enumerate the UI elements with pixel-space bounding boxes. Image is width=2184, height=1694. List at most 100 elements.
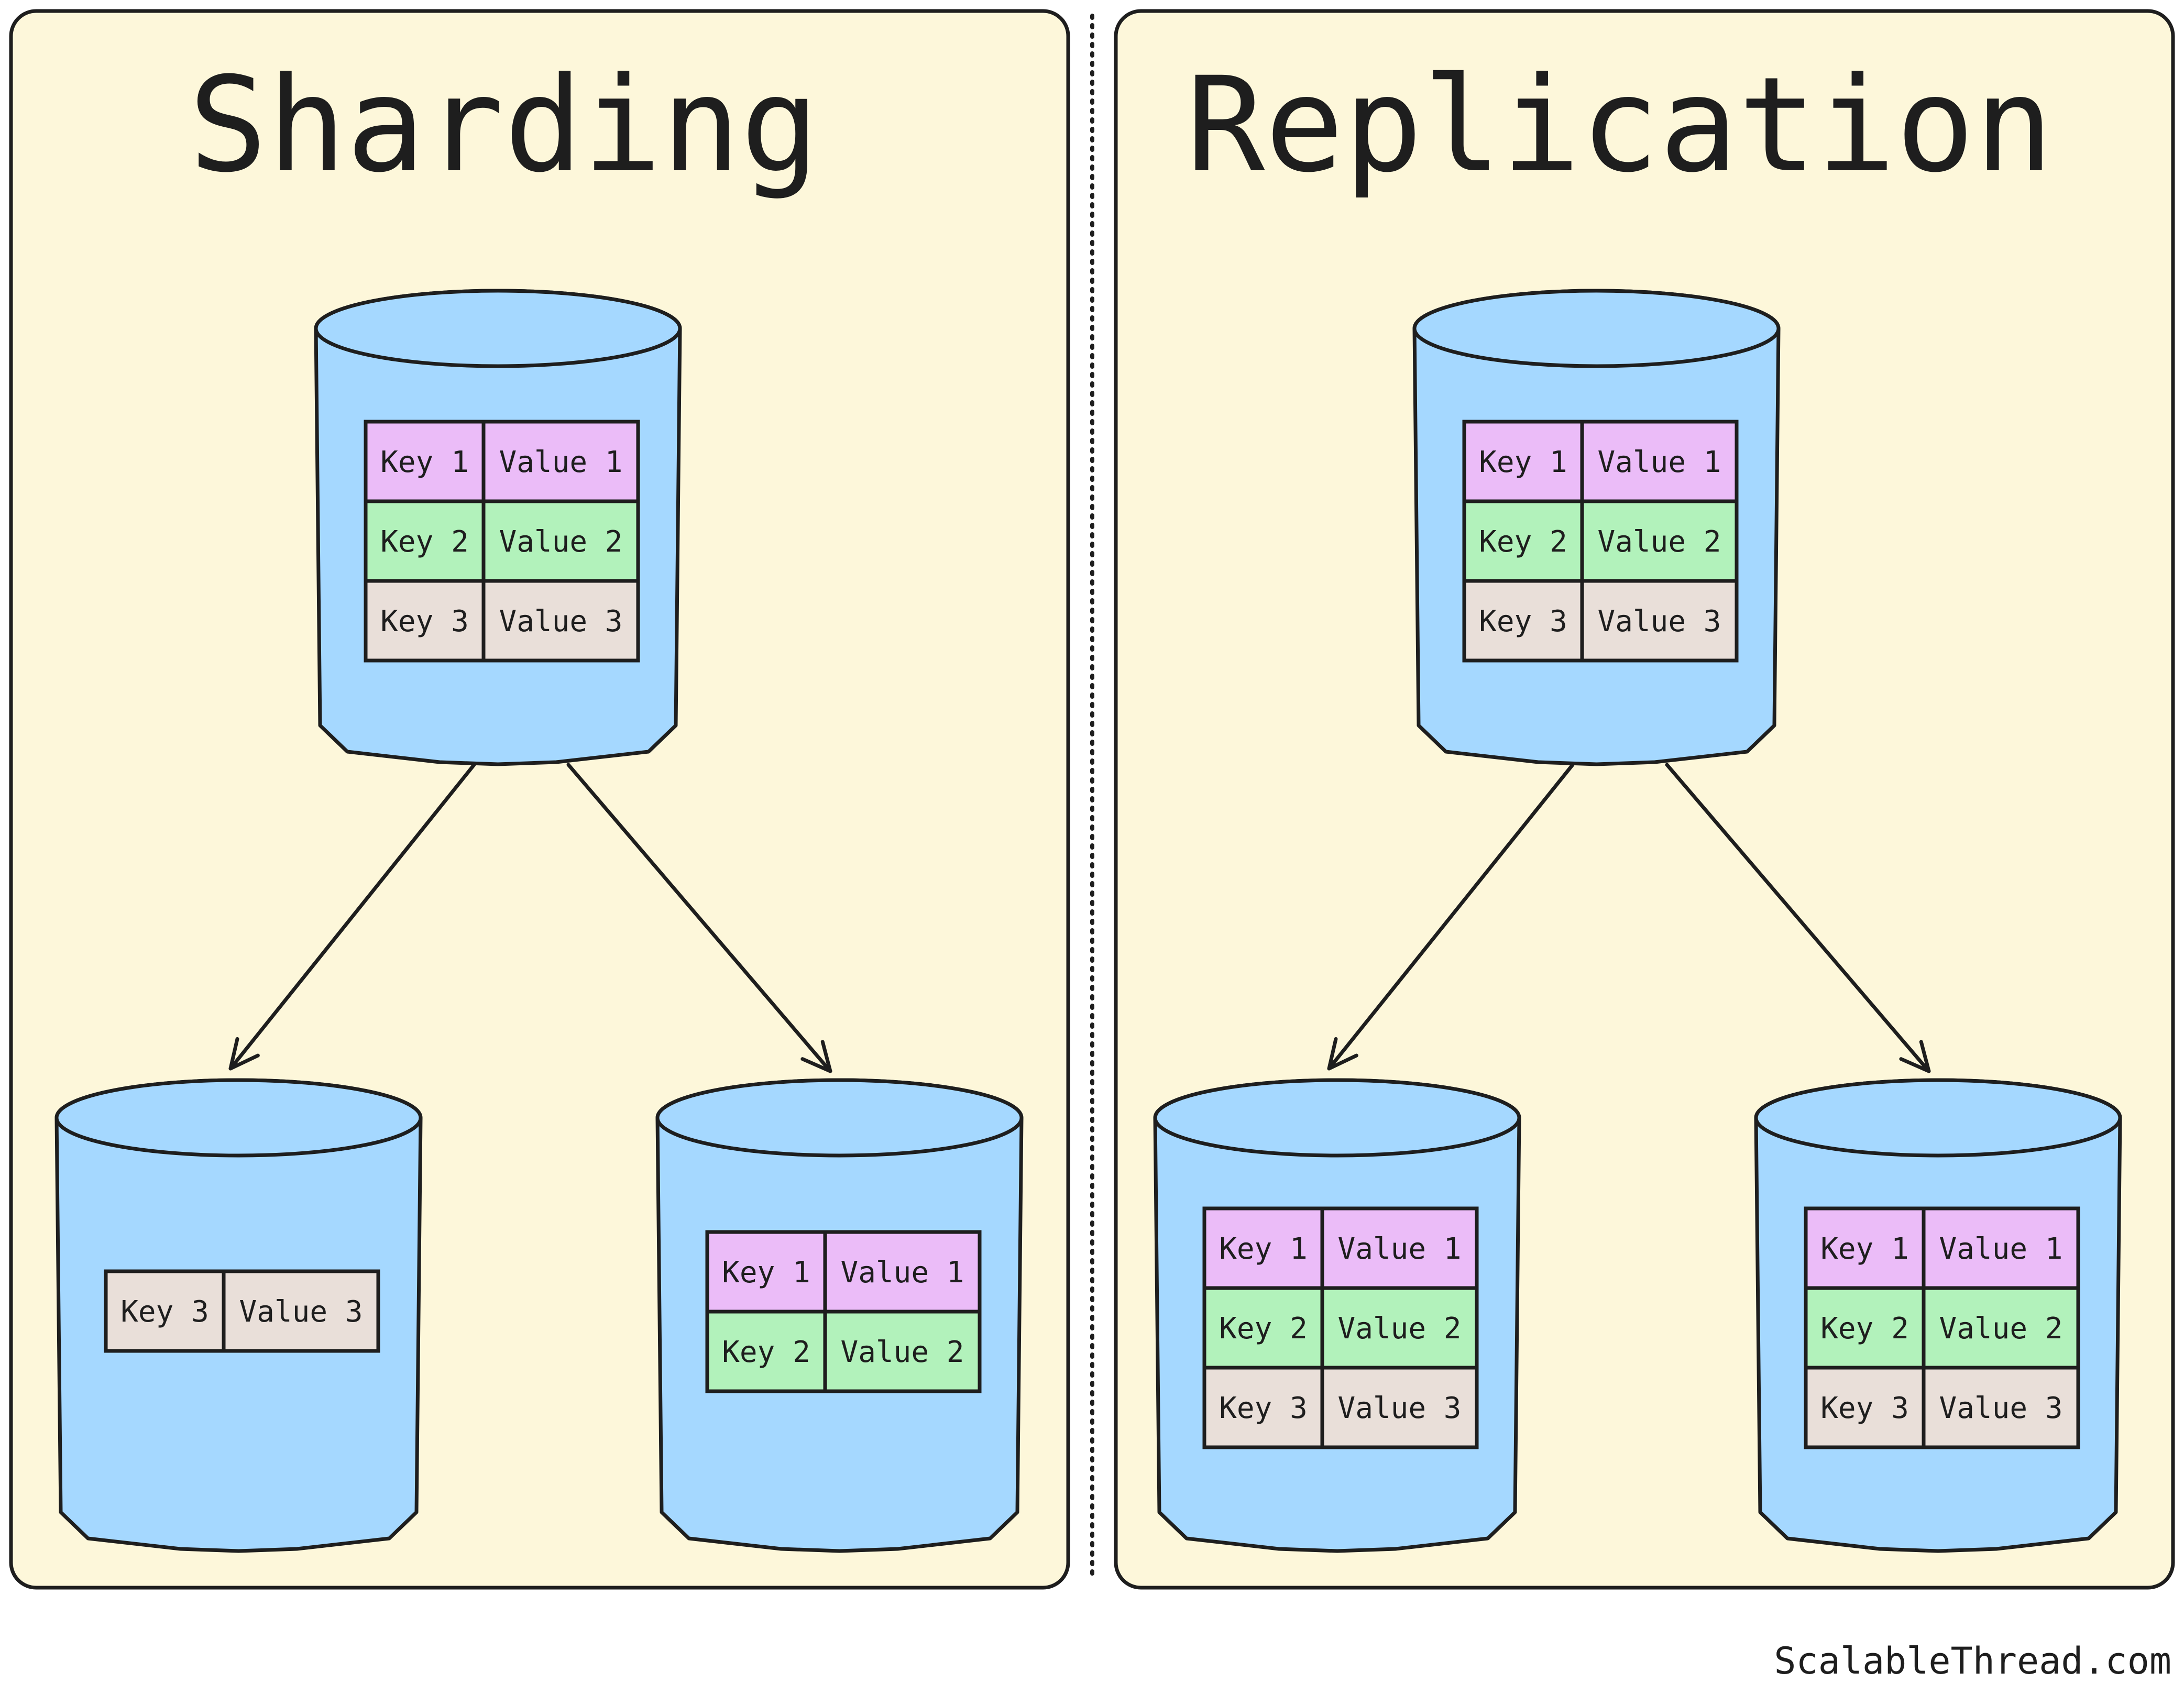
cylinder-top — [1153, 1078, 1521, 1158]
value-label: Value 1 — [1939, 1232, 2062, 1266]
database-cylinder: Key 1 Value 1 Key 2 Value 2 Key 3 Value 3 — [314, 289, 682, 766]
cylinder-top — [1412, 289, 1781, 368]
cylinder-top — [655, 1078, 1024, 1158]
value-cell — [1580, 420, 1739, 503]
value-label: Value 1 — [1597, 445, 1721, 479]
table-row: Key 1 Value 1 — [705, 1230, 982, 1314]
value-label: Value 3 — [1597, 604, 1721, 639]
table-row: Key 2 Value 2 — [1804, 1286, 2080, 1370]
table-row: Key 1 Value 1 — [1462, 420, 1739, 503]
key-label: Key 3 — [1219, 1391, 1308, 1425]
key-label: Key 3 — [1479, 604, 1567, 639]
database-cylinder: Key 3 Value 3 — [54, 1078, 423, 1553]
key-cell — [1462, 579, 1584, 663]
value-label: Value 3 — [1939, 1391, 2062, 1425]
table-row: Key 2 Value 2 — [1462, 499, 1739, 583]
value-cell — [1320, 1366, 1479, 1449]
table-row: Key 3 Value 3 — [1804, 1366, 2080, 1449]
table-row: Key 1 Value 1 — [364, 420, 640, 503]
key-cell — [364, 499, 486, 583]
key-label: Key 2 — [1479, 525, 1567, 559]
key-label: Key 3 — [120, 1295, 209, 1329]
value-cell — [481, 420, 640, 503]
value-cell — [823, 1310, 982, 1393]
key-label: Key 2 — [380, 525, 469, 559]
arrowhead — [800, 1040, 832, 1073]
key-label: Key 1 — [722, 1256, 810, 1290]
table-row: Key 1 Value 1 — [1202, 1206, 1479, 1290]
arrow-line — [1327, 763, 1575, 1071]
key-value-table: Key 1 Value 1 Key 2 Value 2 Key 3 Value 3 — [1202, 1206, 1479, 1449]
key-cell — [1804, 1206, 1926, 1290]
arrowhead — [1327, 1037, 1358, 1071]
sharding-panel: Sharding Key 1 Value 1 Key 2 Value 2 Key 3 Va… — [9, 9, 1070, 1590]
value-label: Value 1 — [499, 445, 622, 479]
replication-arrows — [1327, 763, 1931, 1073]
arrow-line — [228, 763, 476, 1071]
arrowhead — [228, 1037, 260, 1071]
key-cell — [364, 579, 486, 663]
key-label: Key 1 — [1820, 1232, 1909, 1266]
key-value-table: Key 1 Value 1 Key 2 Value 2 — [705, 1230, 982, 1393]
key-label: Key 1 — [1479, 445, 1567, 479]
key-label: Key 1 — [380, 445, 469, 479]
key-label: Key 3 — [380, 604, 469, 639]
table-row: Key 3 Value 3 — [364, 579, 640, 663]
table-row: Key 3 Value 3 — [1462, 579, 1739, 663]
table-row: Key 3 Value 3 — [104, 1269, 380, 1353]
value-cell — [823, 1230, 982, 1314]
key-label: Key 2 — [1219, 1312, 1308, 1346]
key-cell — [705, 1230, 827, 1314]
value-label: Value 2 — [499, 525, 622, 559]
key-label: Key 3 — [1820, 1391, 1909, 1425]
key-cell — [1804, 1366, 1926, 1449]
cylinder-top — [1754, 1078, 2122, 1158]
value-label: Value 1 — [1337, 1232, 1461, 1266]
shard-arrows — [228, 763, 832, 1073]
database-cylinder: Key 1 Value 1 Key 2 Value 2 Key 3 Value 3 — [1412, 289, 1781, 766]
key-cell — [1202, 1206, 1324, 1290]
key-cell — [1202, 1286, 1324, 1370]
value-label: Value 2 — [840, 1335, 964, 1369]
value-cell — [222, 1269, 380, 1353]
value-cell — [481, 579, 640, 663]
brand-watermark: ScalableThread.com — [1774, 1640, 2171, 1682]
value-label: Value 2 — [1597, 525, 1721, 559]
arrow-line — [1665, 763, 1931, 1073]
key-value-table: Key 1 Value 1 Key 2 Value 2 Key 3 Value 3 — [1804, 1206, 2080, 1449]
sharding-title: Sharding — [189, 49, 819, 201]
cylinder-top — [314, 289, 682, 368]
value-label: Value 3 — [1337, 1391, 1461, 1425]
value-label: Value 3 — [239, 1295, 363, 1329]
key-cell — [1462, 499, 1584, 583]
key-cell — [705, 1310, 827, 1393]
key-label: Key 2 — [722, 1335, 810, 1369]
value-label: Value 2 — [1337, 1312, 1461, 1346]
table-row: Key 2 Value 2 — [364, 499, 640, 583]
database-cylinder: Key 1 Value 1 Key 2 Value 2 Key 3 Value 3 — [1153, 1078, 1521, 1553]
value-label: Value 3 — [499, 604, 622, 639]
replication-title: Replication — [1186, 49, 2054, 201]
table-row: Key 1 Value 1 — [1804, 1206, 2080, 1290]
key-value-table: Key 1 Value 1 Key 2 Value 2 Key 3 Value 3 — [1462, 420, 1739, 663]
key-cell — [1202, 1366, 1324, 1449]
database-cylinder: Key 1 Value 1 Key 2 Value 2 Key 3 Value 3 — [1754, 1078, 2122, 1553]
table-row: Key 3 Value 3 — [1202, 1366, 1479, 1449]
key-label: Key 2 — [1820, 1312, 1909, 1346]
key-value-table: Key 3 Value 3 — [104, 1269, 380, 1353]
value-cell — [1922, 1366, 2080, 1449]
arrowhead — [1899, 1040, 1931, 1073]
value-label: Value 2 — [1939, 1312, 2062, 1346]
value-label: Value 1 — [840, 1256, 964, 1290]
value-cell — [1320, 1206, 1479, 1290]
key-value-table: Key 1 Value 1 Key 2 Value 2 Key 3 Value 3 — [364, 420, 640, 663]
table-row: Key 2 Value 2 — [1202, 1286, 1479, 1370]
database-cylinder: Key 1 Value 1 Key 2 Value 2 — [655, 1078, 1024, 1553]
cylinder-top — [54, 1078, 423, 1158]
arrow-line — [566, 763, 832, 1073]
table-row: Key 2 Value 2 — [705, 1310, 982, 1393]
value-cell — [1580, 579, 1739, 663]
key-label: Key 1 — [1219, 1232, 1308, 1266]
